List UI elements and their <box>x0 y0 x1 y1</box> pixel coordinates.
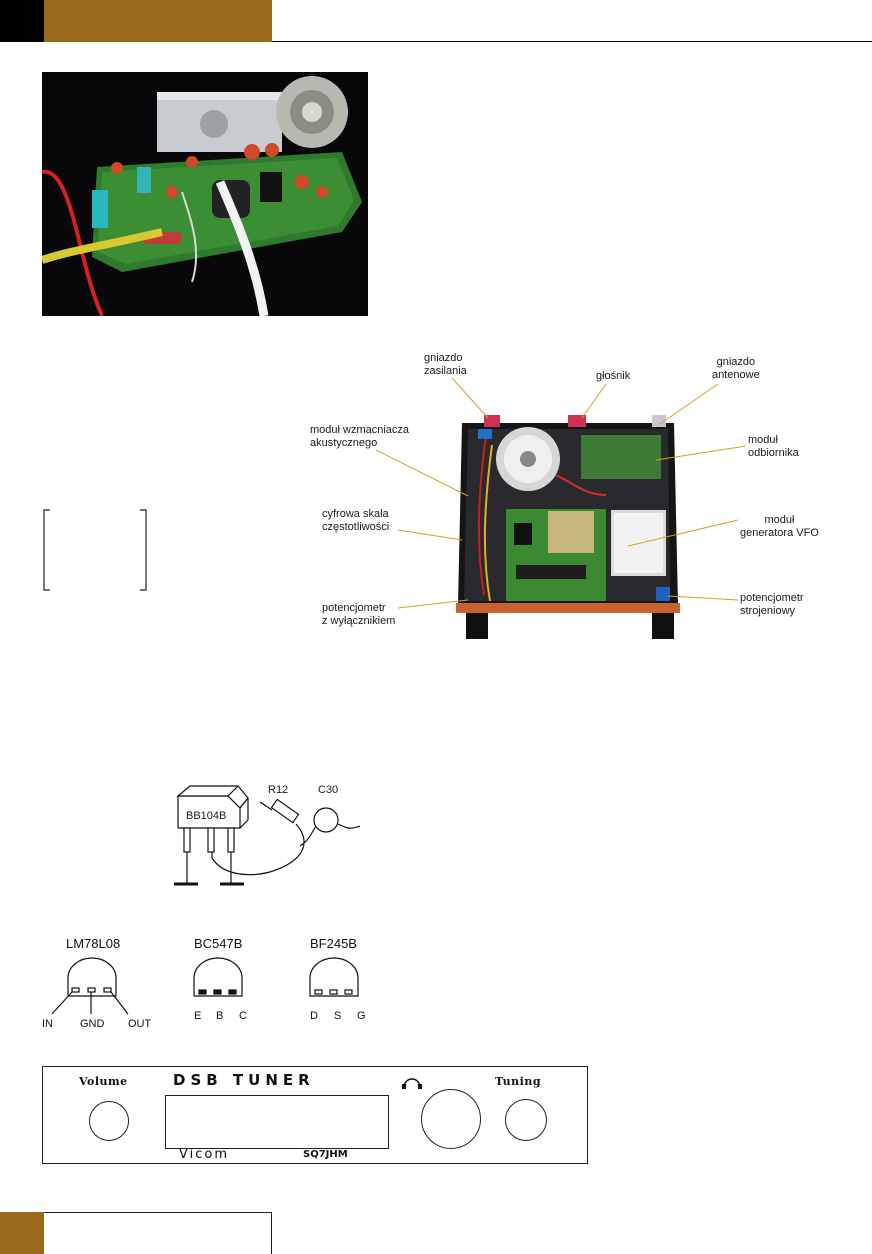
pin-lm-gnd: GND <box>80 1018 105 1030</box>
volume-knob-hole <box>89 1101 129 1141</box>
pin-bc-e: E <box>194 1010 202 1022</box>
pin-lm-out: OUT <box>128 1018 152 1030</box>
label-power-socket: gniazdo zasilania <box>424 352 467 377</box>
headphones-jack-hole <box>421 1089 481 1149</box>
label-amp-module: moduł wzmacniacza akustycznego <box>310 424 410 449</box>
front-panel: Volume DSB TUNER Tuning Vicom SQ7JHM <box>42 1066 588 1164</box>
label-pot-tuning: potencjometr strojeniowy <box>740 592 804 617</box>
panel-volume-label: Volume <box>79 1075 128 1088</box>
display-window <box>165 1095 389 1149</box>
varicap-diagram <box>174 785 361 886</box>
footer-frame <box>44 1212 272 1254</box>
label-vfo-module: moduł generatora VFO <box>740 514 819 539</box>
pin-bf-d: D <box>310 1010 318 1022</box>
pin-bc-b: B <box>216 1010 224 1022</box>
header-black-block <box>0 0 44 42</box>
pinout-name-lm78l08: LM78L08 <box>66 936 121 951</box>
pcb-photo <box>42 72 368 316</box>
resistor-label: R12 <box>268 784 289 796</box>
label-speaker: głośnik <box>596 370 631 382</box>
panel-brand: Vicom <box>179 1147 229 1162</box>
footer-accent-block <box>0 1212 44 1254</box>
bracket-box <box>43 509 147 591</box>
chassis-leader-lines <box>375 377 747 609</box>
label-pot-switch: potencjometr z wyłącznikiem <box>322 602 396 627</box>
label-antenna-socket: gniazdo antenowe <box>712 356 760 381</box>
tuning-knob-hole <box>505 1099 547 1141</box>
pinout-name-bf245b: BF245B <box>310 936 357 951</box>
panel-callsign: SQ7JHM <box>303 1149 348 1160</box>
chassis-photo <box>456 415 680 640</box>
pin-lm-in: IN <box>42 1018 53 1030</box>
capacitor-label: C30 <box>318 784 339 796</box>
pin-bf-g: G <box>357 1010 366 1022</box>
panel-tuning-label: Tuning <box>495 1075 542 1088</box>
pinout-shapes <box>51 957 359 1015</box>
pin-bc-c: C <box>239 1010 247 1022</box>
headphones-icon <box>401 1075 423 1094</box>
header-accent-block <box>44 0 272 42</box>
label-receiver-module: moduł odbiornika <box>748 434 799 459</box>
varicap-part-label: BB104B <box>186 810 227 822</box>
pin-bf-s: S <box>334 1010 342 1022</box>
header-rule <box>272 41 872 42</box>
label-digital-scale: cyfrowa skala częstotliwości <box>322 508 390 533</box>
panel-title: DSB TUNER <box>173 1071 315 1089</box>
pinout-name-bc547b: BC547B <box>194 936 243 951</box>
